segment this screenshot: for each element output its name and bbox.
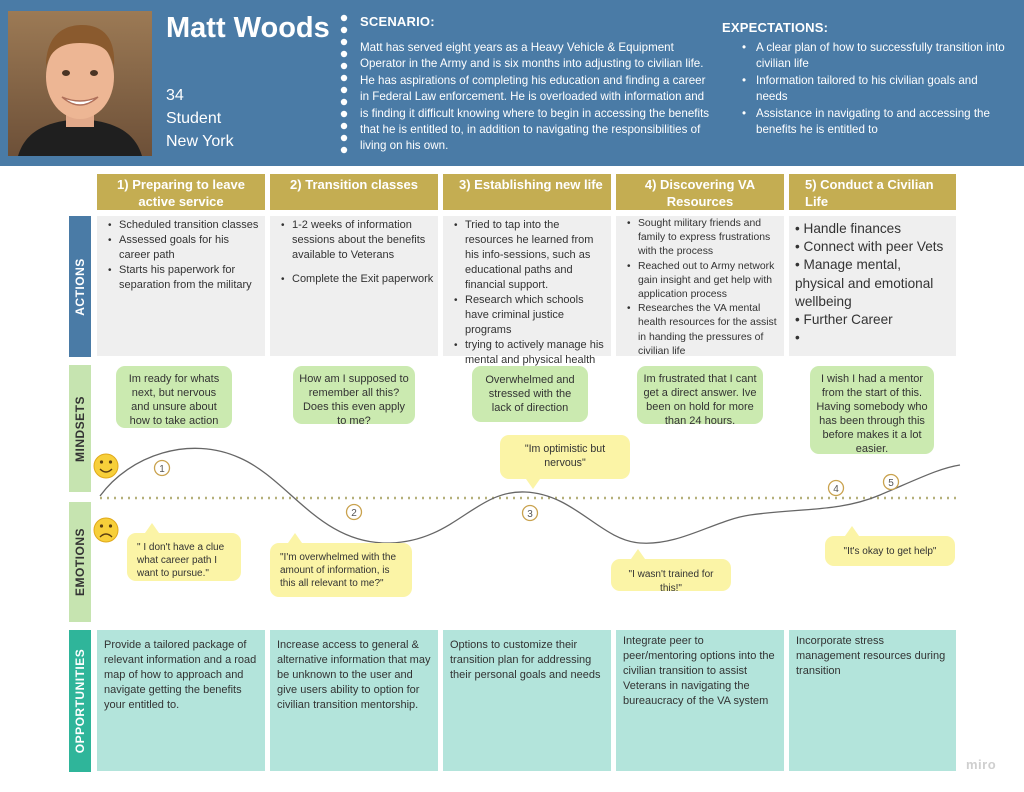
actions-row-label: ACTIONS — [69, 216, 91, 357]
actions-cell-5: • Handle finances • Connect with peer Ve… — [789, 216, 956, 356]
opportunities-row-label: OPPORTUNITIES — [69, 630, 91, 772]
actions-cell-3: Tried to tap into the resources he learn… — [443, 216, 611, 366]
scenario-heading: SCENARIO: — [360, 14, 435, 29]
actions-cell-2: 1-2 weeks of information sessions about … — [270, 216, 438, 356]
opportunity-cell-2: Increase access to general & alternative… — [270, 630, 438, 771]
persona-name: Matt Woods — [166, 12, 330, 44]
stage-header-2: 2) Transition classes — [270, 174, 438, 210]
action-item: Research which schools have criminal jus… — [449, 293, 607, 338]
opportunity-cell-1: Provide a tailored package of relevant i… — [97, 630, 265, 771]
action-item: Researches the VA mental health resource… — [622, 302, 780, 359]
emotion-quote-3: "Im optimistic but nervous" — [500, 435, 630, 489]
actions-cell-1: Scheduled transition classes Assessed go… — [97, 216, 265, 356]
svg-text:2: 2 — [351, 508, 357, 519]
stage-header-4: 4) Discovering VA Resources — [616, 174, 784, 210]
mindset-bubble-5: I wish I had a mentor from the start of … — [810, 366, 934, 455]
action-item: Assessed goals for his career path — [103, 233, 261, 263]
expectation-item: A clear plan of how to successfully tran… — [738, 40, 1010, 73]
expectation-item: Assistance in navigating to and accessin… — [738, 106, 1010, 139]
persona-age: 34 — [166, 87, 184, 104]
action-item: • Handle finances — [795, 221, 902, 236]
persona-location: New York — [166, 133, 234, 150]
dotted-divider — [340, 14, 348, 154]
stage-header-1: 1) Preparing to leave active service — [97, 174, 265, 210]
action-item: • Manage mental, physical and emotional … — [795, 257, 934, 309]
stage-header-3: 3) Establishing new life — [443, 174, 611, 210]
action-item: • Connect with peer Vets — [795, 239, 944, 255]
action-item: Starts his paperwork for separation from… — [103, 263, 261, 293]
mindset-bubble-4: Im frustrated that I cant get a direct a… — [637, 366, 763, 427]
mindsets-row-label: MINDSETS — [69, 365, 91, 492]
journey-point-4: 4 — [827, 479, 845, 497]
journey-point-3: 3 — [521, 504, 539, 522]
persona-occupation: Student — [166, 110, 222, 127]
portrait-photo — [8, 11, 152, 156]
svg-text:3: 3 — [527, 509, 533, 520]
action-item: Sought military friends and family to ex… — [622, 217, 780, 260]
persona-header: Matt Woods 34 Student New York SCENARIO:… — [0, 0, 1024, 166]
stage-header-5: 5) Conduct a Civilian Life — [789, 174, 956, 210]
svg-text:5: 5 — [888, 478, 894, 489]
action-item: trying to actively manage his mental and… — [449, 338, 607, 368]
emotion-quote-2: "I'm overwhelmed with the amount of info… — [270, 533, 412, 597]
action-item: 1-2 weeks of information sessions about … — [276, 218, 434, 263]
persona-photo — [8, 11, 152, 156]
svg-text:4: 4 — [833, 484, 839, 495]
actions-cell-4: Sought military friends and family to ex… — [616, 216, 784, 359]
expectation-item: Information tailored to his civilian goa… — [738, 73, 1010, 106]
expectations-heading: EXPECTATIONS: — [722, 20, 829, 35]
frowning-face-icon — [93, 517, 119, 543]
smiley-face-icon — [93, 453, 119, 479]
mindset-bubble-1: Im ready for whats next, but nervous and… — [116, 366, 232, 428]
emotion-quote-5: "It's okay to get help" — [825, 526, 955, 566]
expectations-list: A clear plan of how to successfully tran… — [738, 40, 1010, 138]
opportunity-cell-3: Options to customize their transition pl… — [443, 630, 611, 771]
opportunity-cell-4: Integrate peer to peer/mentoring options… — [616, 630, 784, 771]
action-item: Reached out to Army network gain insight… — [622, 260, 780, 303]
action-item: Complete the Exit paperwork — [276, 272, 434, 287]
journey-point-1: 1 — [153, 459, 171, 477]
miro-watermark: miro — [966, 757, 997, 772]
action-item: Scheduled transition classes — [103, 218, 261, 233]
emotion-quote-1: " I don't have a clue what career path I… — [127, 523, 241, 581]
opportunity-cell-5: Incorporate stress management resources … — [789, 630, 956, 771]
emotion-quote-4: "I wasn't trained for this!" — [611, 549, 731, 594]
emotions-row-label: EMOTIONS — [69, 502, 91, 622]
mindset-bubble-2: How am I supposed to remember all this? … — [293, 366, 415, 427]
action-item: Tried to tap into the resources he learn… — [449, 218, 607, 293]
svg-text:1: 1 — [159, 464, 165, 475]
journey-point-5: 5 — [882, 473, 900, 491]
action-item: • Further Career — [795, 312, 893, 328]
mindset-bubble-3: Overwhelmed and stressed with the lack o… — [472, 366, 588, 422]
action-item: • — [795, 330, 800, 346]
scenario-text: Matt has served eight years as a Heavy V… — [360, 41, 710, 153]
emotion-curve — [99, 447, 961, 544]
journey-point-2: 2 — [345, 503, 363, 521]
